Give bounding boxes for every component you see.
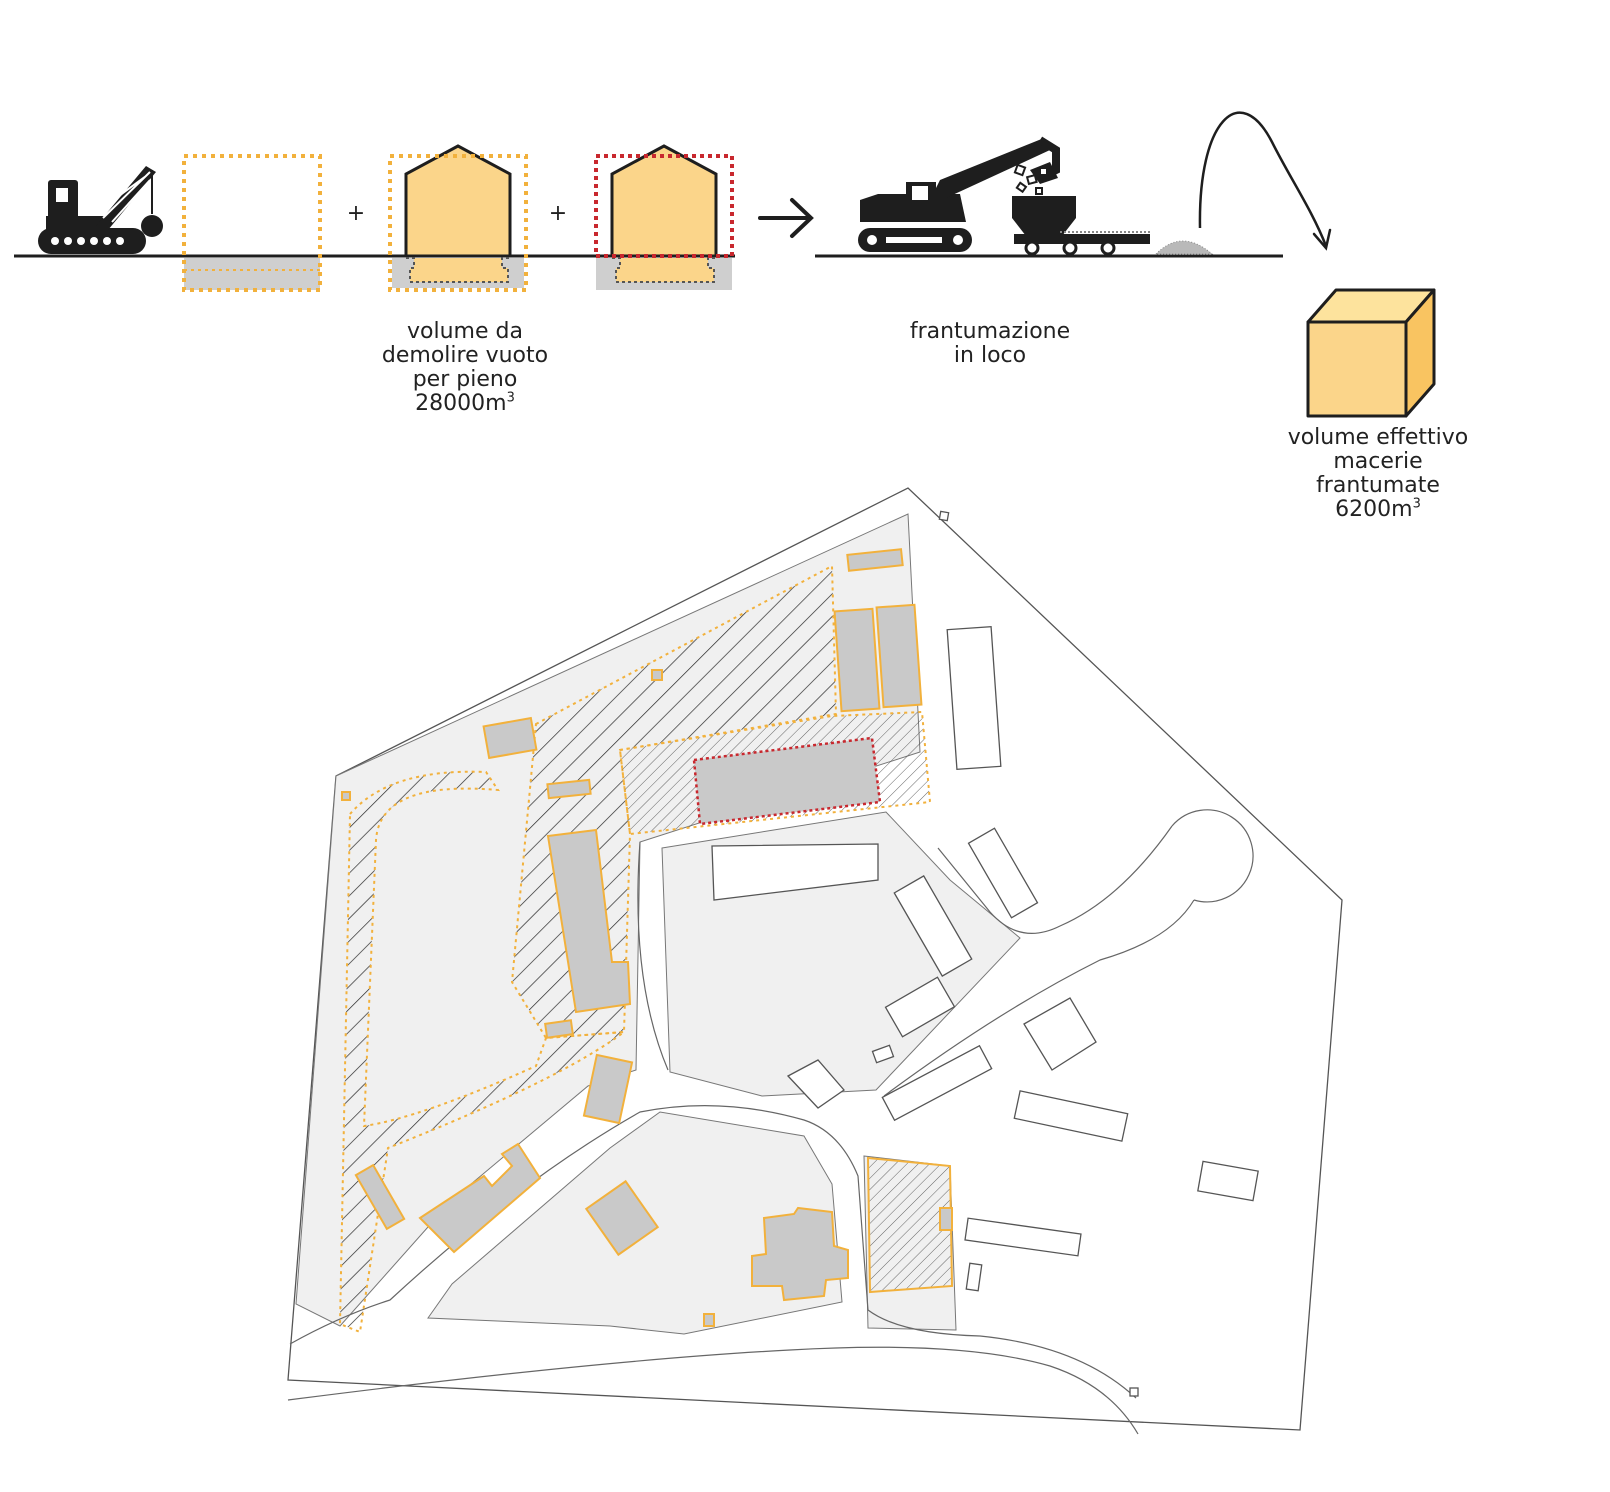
stage-house-volume	[388, 144, 528, 292]
buildings-to-demolish	[341, 548, 953, 1327]
plus-operator-2: +	[549, 201, 567, 226]
label-rubble-line3: frantumate	[1316, 473, 1440, 498]
building-full-volume	[692, 736, 882, 826]
label-rubble-line1: volume effettivo	[1287, 425, 1469, 450]
trajectory-arrow-icon	[1198, 111, 1332, 251]
stage-empty-volume	[182, 154, 322, 292]
site-plan-map	[287, 487, 1343, 1435]
label-crushing: frantumazione in loco	[880, 320, 1100, 368]
label-demolition-unit-exp: 3	[506, 390, 515, 406]
label-demolition-value-row: 28000m3	[360, 392, 570, 416]
existing-buildings	[711, 510, 1259, 1397]
label-rubble-line2: macerie	[1333, 449, 1423, 474]
crusher-conveyor-icon	[1012, 163, 1214, 256]
arrow-right-icon	[758, 198, 814, 238]
label-crushing-line2: in loco	[953, 343, 1027, 368]
label-crushing-line1: frantumazione	[909, 319, 1071, 344]
label-demolition-volume: volume da demolire vuoto per pieno 28000…	[360, 320, 570, 416]
crane-wrecking-ball-icon	[38, 166, 163, 254]
road-network	[287, 809, 1254, 1435]
plus-operator-1: +	[347, 201, 365, 226]
label-rubble-value: 6200m	[1335, 497, 1413, 522]
label-demolition-line2: demolire vuoto	[381, 343, 549, 368]
stage-house-full	[594, 144, 734, 290]
label-rubble-value-row: 6200m3	[1264, 498, 1492, 522]
label-demolition-line3: per pieno	[412, 367, 518, 392]
label-demolition-value: 28000m	[415, 391, 507, 416]
demolition-zone-southeast	[866, 1156, 954, 1294]
process-strip: + +	[14, 111, 1436, 418]
cube-icon	[1306, 288, 1436, 418]
demolition-zone-west	[338, 770, 628, 1334]
label-rubble-unit-exp: 3	[1412, 496, 1421, 512]
label-demolition-line1: volume da	[407, 319, 523, 344]
label-rubble-volume: volume effettivo macerie frantumate 6200…	[1264, 426, 1492, 522]
